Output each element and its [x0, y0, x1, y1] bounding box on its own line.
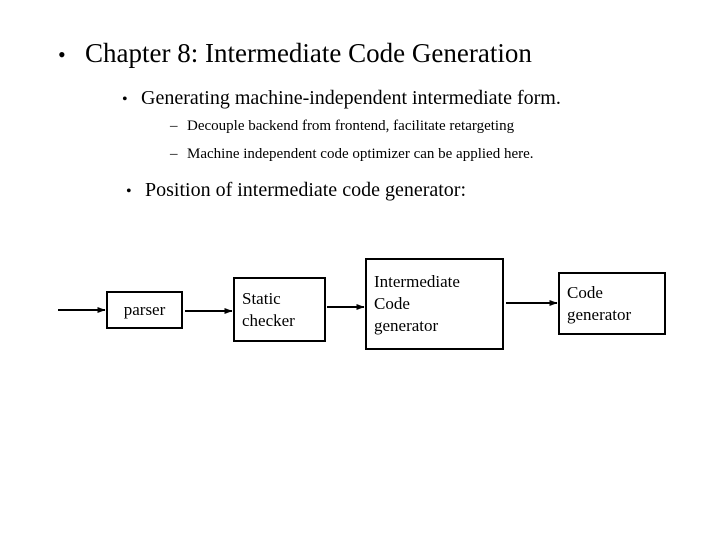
bullet-item-position: • Position of intermediate code generato… — [126, 178, 466, 204]
bullet-marker-level2: • — [122, 91, 128, 108]
bullet-marker-level3: – — [170, 146, 178, 162]
node-parser-label: parser — [123, 300, 166, 319]
node-intermediate-code-generator-label: Intermediate Code generator — [374, 272, 460, 335]
node-code-generator[interactable]: Code generator — [558, 272, 666, 335]
slide-title: • Chapter 8: Intermediate Code Generatio… — [58, 38, 532, 70]
node-code-generator-label: Code generator — [567, 282, 632, 324]
bullet-marker-level3: – — [170, 118, 178, 134]
node-static-checker-label: Static checker — [242, 288, 295, 330]
bullet-item-label: Decouple backend from frontend, facilita… — [187, 118, 515, 134]
bullet-marker-level1: • — [58, 42, 66, 67]
node-intermediate-code-generator[interactable]: Intermediate Code generator — [365, 258, 504, 350]
slide-title-text: Chapter 8: Intermediate Code Generation — [85, 38, 532, 68]
bullet-item-generating: • Generating machine-independent interme… — [122, 86, 561, 112]
node-static-checker[interactable]: Static checker — [233, 277, 326, 342]
bullet-item-label: Generating machine-independent intermedi… — [141, 87, 561, 109]
bullet-item-decouple: – Decouple backend from frontend, facili… — [170, 117, 514, 136]
node-parser[interactable]: parser — [106, 291, 183, 329]
bullet-item-machine-independent: – Machine independent code optimizer can… — [170, 145, 534, 164]
bullet-item-label: Machine independent code optimizer can b… — [187, 146, 534, 162]
bullet-marker-level2: • — [126, 183, 132, 200]
bullet-item-label: Position of intermediate code generator: — [145, 179, 467, 201]
